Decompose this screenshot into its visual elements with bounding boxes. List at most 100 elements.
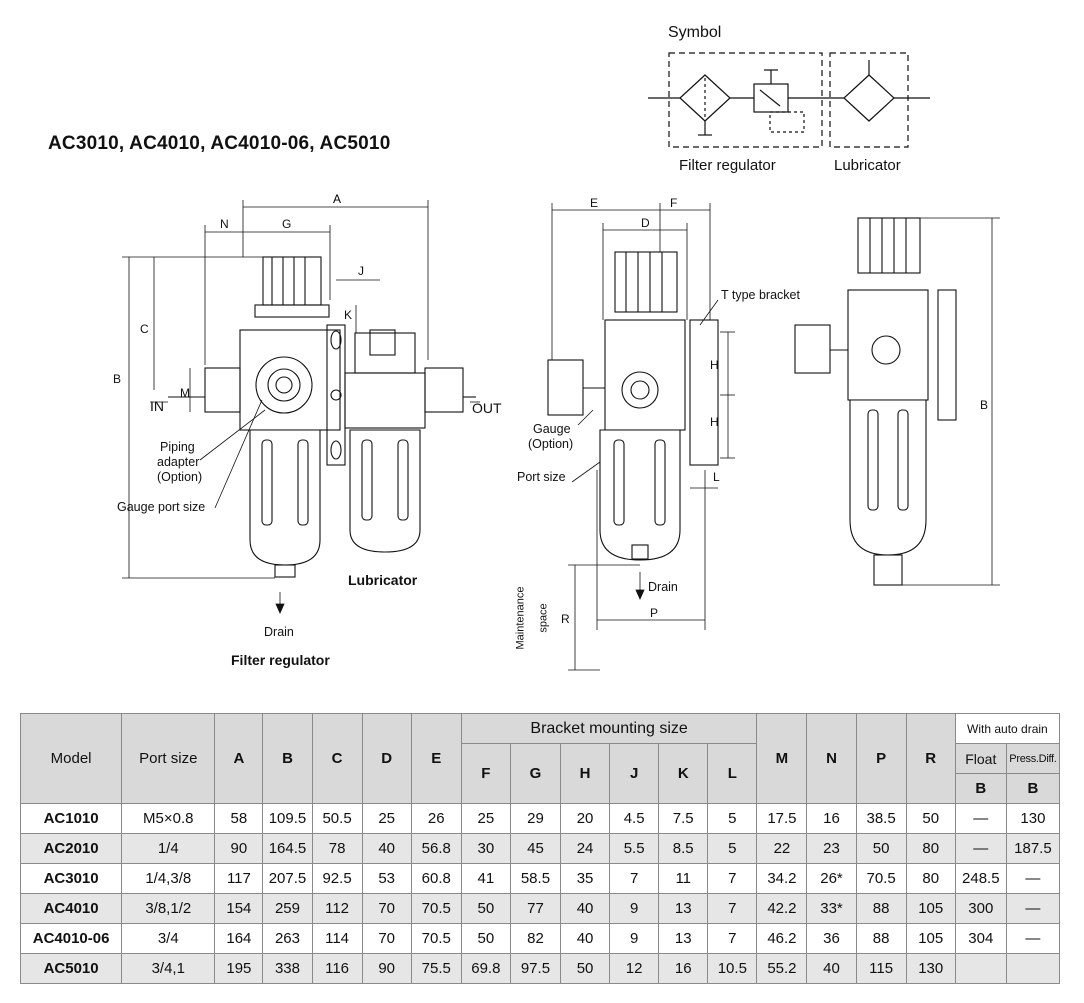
table-cell: 13 bbox=[658, 923, 709, 954]
table-cell: — bbox=[954, 833, 1007, 864]
symbol-title: Symbol bbox=[668, 24, 722, 41]
piping-adapter-label-3: (Option) bbox=[157, 470, 203, 484]
symbol-lubricator-label: Lubricator bbox=[834, 157, 901, 174]
header-press-b: B bbox=[1005, 773, 1061, 804]
piping-adapter-label-1: Piping bbox=[160, 440, 195, 454]
table-cell: 50.5 bbox=[311, 803, 363, 834]
table-cell: 7.5 bbox=[658, 803, 709, 834]
table-cell: 20 bbox=[559, 803, 611, 834]
header-c: C bbox=[311, 713, 363, 804]
table-cell: 3/4,1 bbox=[121, 953, 216, 984]
table-cell: 29 bbox=[509, 803, 562, 834]
dim-a: A bbox=[333, 192, 341, 206]
model-cell: AC4010 bbox=[19, 893, 123, 924]
table-cell: 12 bbox=[609, 953, 660, 984]
header-n: N bbox=[806, 713, 857, 804]
in-label: IN bbox=[150, 398, 164, 414]
table-cell: 78 bbox=[311, 833, 363, 864]
table-cell: 58 bbox=[214, 803, 264, 834]
table-cell: 40 bbox=[806, 953, 857, 984]
rear-view-outline bbox=[794, 217, 957, 586]
front-lubricator-label: Lubricator bbox=[348, 572, 418, 588]
header-m: M bbox=[756, 713, 808, 804]
bracket-label: T type bracket bbox=[721, 288, 800, 302]
table-cell: 36 bbox=[806, 923, 857, 954]
table-cell: 34.2 bbox=[756, 863, 808, 894]
table-cell: 8.5 bbox=[658, 833, 709, 864]
header-b: B bbox=[262, 713, 313, 804]
spec-table: Model Port size A B C D E Bracket mounti… bbox=[19, 713, 1061, 984]
side-drain-label: Drain bbox=[648, 580, 678, 594]
table-cell: 35 bbox=[559, 863, 611, 894]
pneumatic-symbol bbox=[648, 52, 930, 148]
table-cell: 164.5 bbox=[262, 833, 313, 864]
table-cell: 3/4 bbox=[121, 923, 216, 954]
table-cell: 70.5 bbox=[855, 863, 907, 894]
port-size-label: Port size bbox=[517, 470, 566, 484]
header-float: Float bbox=[954, 743, 1007, 774]
table-cell: 338 bbox=[262, 953, 313, 984]
dim-r: R bbox=[561, 612, 570, 626]
dim-h-2: H bbox=[710, 415, 719, 429]
dim-k: K bbox=[344, 308, 353, 322]
dim-j: J bbox=[358, 264, 364, 278]
side-view-dimensions bbox=[551, 203, 735, 671]
header-d: D bbox=[361, 713, 412, 804]
rear-view-dimensions bbox=[902, 217, 1000, 586]
table-cell: 40 bbox=[559, 923, 611, 954]
table-cell: 304 bbox=[954, 923, 1007, 954]
table-cell: 50 bbox=[855, 833, 907, 864]
table-cell: 33* bbox=[806, 893, 857, 924]
out-label: OUT bbox=[472, 400, 502, 416]
table-cell: 70 bbox=[361, 923, 412, 954]
table-cell: 70 bbox=[361, 893, 412, 924]
header-r: R bbox=[905, 713, 956, 804]
table-cell: 26* bbox=[806, 863, 857, 894]
table-cell: 9 bbox=[609, 923, 660, 954]
table-cell: 50 bbox=[559, 953, 611, 984]
dim-c: C bbox=[140, 322, 149, 336]
table-cell: 10.5 bbox=[707, 953, 758, 984]
table-cell: — bbox=[1005, 893, 1061, 924]
table-cell: 25 bbox=[460, 803, 511, 834]
header-model: Model bbox=[19, 713, 123, 804]
rear-dim-b: B bbox=[980, 398, 989, 412]
header-port-size: Port size bbox=[121, 713, 216, 804]
table-cell: 13 bbox=[658, 893, 709, 924]
header-f: F bbox=[460, 743, 511, 804]
table-cell: 50 bbox=[460, 923, 511, 954]
table-cell: 5 bbox=[707, 803, 758, 834]
table-cell: 46.2 bbox=[756, 923, 808, 954]
table-cell: 69.8 bbox=[460, 953, 511, 984]
table-cell: 92.5 bbox=[311, 863, 363, 894]
table-cell: 7 bbox=[707, 923, 758, 954]
table-cell: 117 bbox=[214, 863, 264, 894]
header-e: E bbox=[410, 713, 462, 804]
dim-f: F bbox=[670, 196, 678, 210]
table-cell: 22 bbox=[756, 833, 808, 864]
table-cell: 75.5 bbox=[410, 953, 462, 984]
front-filter-regulator-label: Filter regulator bbox=[231, 652, 330, 668]
table-cell: 56.8 bbox=[410, 833, 462, 864]
table-cell: 80 bbox=[905, 863, 956, 894]
table-cell: 5.5 bbox=[609, 833, 660, 864]
table-cell: 58.5 bbox=[509, 863, 562, 894]
dim-b: B bbox=[113, 372, 122, 386]
table-cell: 5 bbox=[707, 833, 758, 864]
table-cell: 116 bbox=[311, 953, 363, 984]
maintenance-label-2: space bbox=[537, 603, 550, 633]
table-cell: 130 bbox=[1005, 803, 1061, 834]
table-cell: 1/4,3/8 bbox=[121, 863, 216, 894]
table-cell: 97.5 bbox=[509, 953, 562, 984]
dim-g: G bbox=[282, 217, 292, 231]
header-p: P bbox=[855, 713, 907, 804]
table-cell: — bbox=[1005, 863, 1061, 894]
table-cell: 88 bbox=[855, 893, 907, 924]
table-cell: 82 bbox=[509, 923, 562, 954]
table-cell: 187.5 bbox=[1005, 833, 1061, 864]
table-cell: 88 bbox=[855, 923, 907, 954]
table-cell: 77 bbox=[509, 893, 562, 924]
